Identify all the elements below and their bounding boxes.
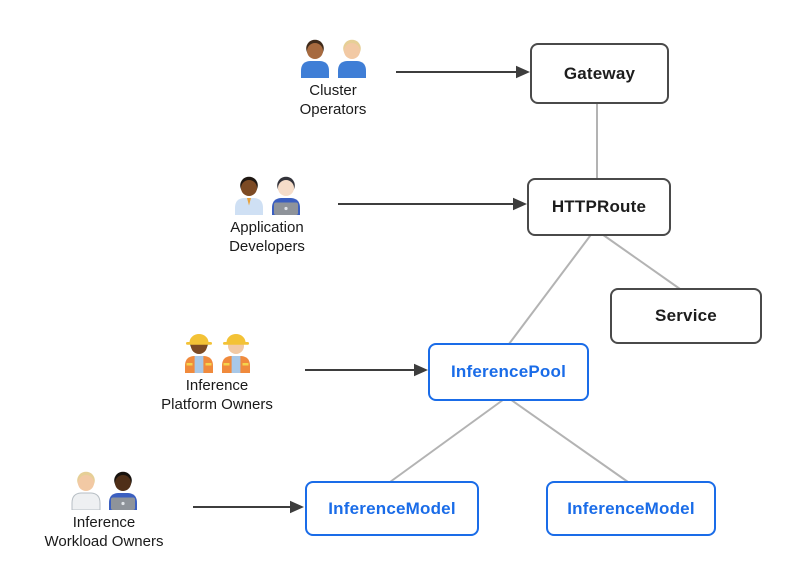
persona-cluster-operators: Cluster Operators: [233, 38, 433, 119]
cluster-operators-people-icon: [233, 38, 433, 78]
node-inferencepool: InferencePool: [428, 343, 589, 401]
persona-label-line: Platform Owners: [161, 396, 273, 413]
node-gateway: Gateway: [530, 43, 669, 104]
node-inferencemodel-right: InferenceModel: [546, 481, 716, 536]
arrow-inference-workload-owners-to-inferencemodel: [193, 500, 304, 514]
persona-label-line: Operators: [299, 101, 367, 118]
arrowhead-icon: [414, 363, 428, 377]
persona-label-line: Inference: [185, 377, 249, 394]
persona-application-developers: Application Developers: [167, 175, 367, 256]
application-developers-figure-1-icon: [234, 176, 263, 215]
application-developers-people-icon: [167, 175, 367, 215]
persona-label-line: Application: [230, 219, 304, 236]
persona-label-line: Cluster: [309, 82, 357, 99]
inference-workload-owners-figure-2-icon: [108, 471, 137, 510]
persona-label-line: Workload Owners: [44, 533, 164, 550]
persona-label: Inference Platform Owners: [117, 376, 317, 414]
cluster-operators-figure-2-icon: [337, 39, 366, 78]
persona-label-line: Inference: [72, 514, 136, 531]
persona-inference-workload-owners: Inference Workload Owners: [4, 470, 204, 551]
inference-workload-owners-figure-1-icon: [71, 471, 100, 510]
edge-httproute-service: [598, 231, 681, 290]
node-httproute: HTTPRoute: [527, 178, 671, 236]
edge-inferencepool-inferencemodel-right: [506, 396, 629, 483]
inference-platform-owners-figure-1-icon: [184, 334, 213, 373]
node-service: Service: [610, 288, 762, 344]
application-developers-figure-2-icon: [271, 176, 300, 215]
persona-inference-platform-owners: Inference Platform Owners: [117, 333, 317, 414]
arrowhead-icon: [290, 500, 304, 514]
persona-label: Cluster Operators: [233, 81, 433, 119]
persona-label: Application Developers: [167, 218, 367, 256]
arrowhead-icon: [513, 197, 527, 211]
edge-httproute-inferencepool: [508, 231, 594, 345]
persona-label-line: Developers: [229, 238, 305, 255]
persona-label: Inference Workload Owners: [4, 513, 204, 551]
cluster-operators-figure-1-icon: [300, 39, 329, 78]
arrow-inference-platform-owners-to-inferencepool: [305, 363, 428, 377]
edge-inferencepool-inferencemodel-left: [389, 396, 508, 483]
node-inferencemodel-left: InferenceModel: [305, 481, 479, 536]
inference-platform-owners-people-icon: [117, 333, 317, 373]
inference-workload-owners-people-icon: [4, 470, 204, 510]
inference-platform-owners-figure-2-icon: [221, 334, 250, 373]
arrowhead-icon: [516, 65, 530, 79]
